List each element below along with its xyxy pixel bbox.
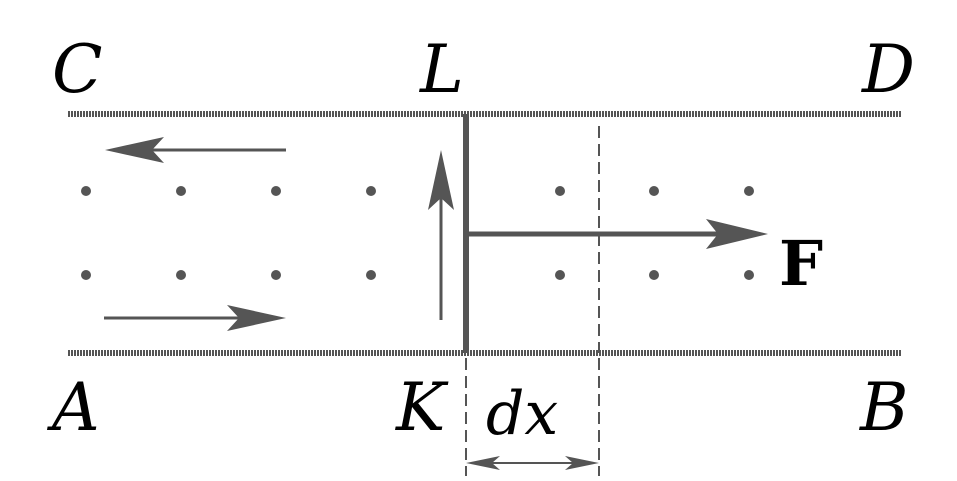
field-dot [744, 270, 754, 280]
field-dot [366, 270, 376, 280]
label-c: C [52, 31, 103, 108]
field-dot [649, 270, 659, 280]
field-dot [81, 270, 91, 280]
label-d: D [861, 31, 915, 108]
label-l: L [419, 31, 464, 108]
field-dot [271, 270, 281, 280]
field-dot [176, 186, 186, 196]
dx-dimension-arrow [466, 456, 599, 470]
field-dot [649, 186, 659, 196]
field-dot [744, 186, 754, 196]
field-dot [555, 270, 565, 280]
label-k: K [395, 369, 449, 446]
field-dot [555, 186, 565, 196]
label-a: A [46, 369, 100, 446]
magnetic-field-dots [81, 186, 754, 280]
field-dot [366, 186, 376, 196]
field-dot [176, 270, 186, 280]
label-force-f: F [779, 227, 823, 300]
current-arrow-bottom-right [104, 305, 286, 331]
field-dot [81, 186, 91, 196]
force-arrow [466, 219, 768, 249]
current-arrow-rod-up [428, 150, 454, 320]
field-dot [271, 186, 281, 196]
label-b: B [859, 369, 909, 446]
current-arrow-top-left [105, 137, 286, 163]
label-dx: dx [486, 379, 558, 449]
